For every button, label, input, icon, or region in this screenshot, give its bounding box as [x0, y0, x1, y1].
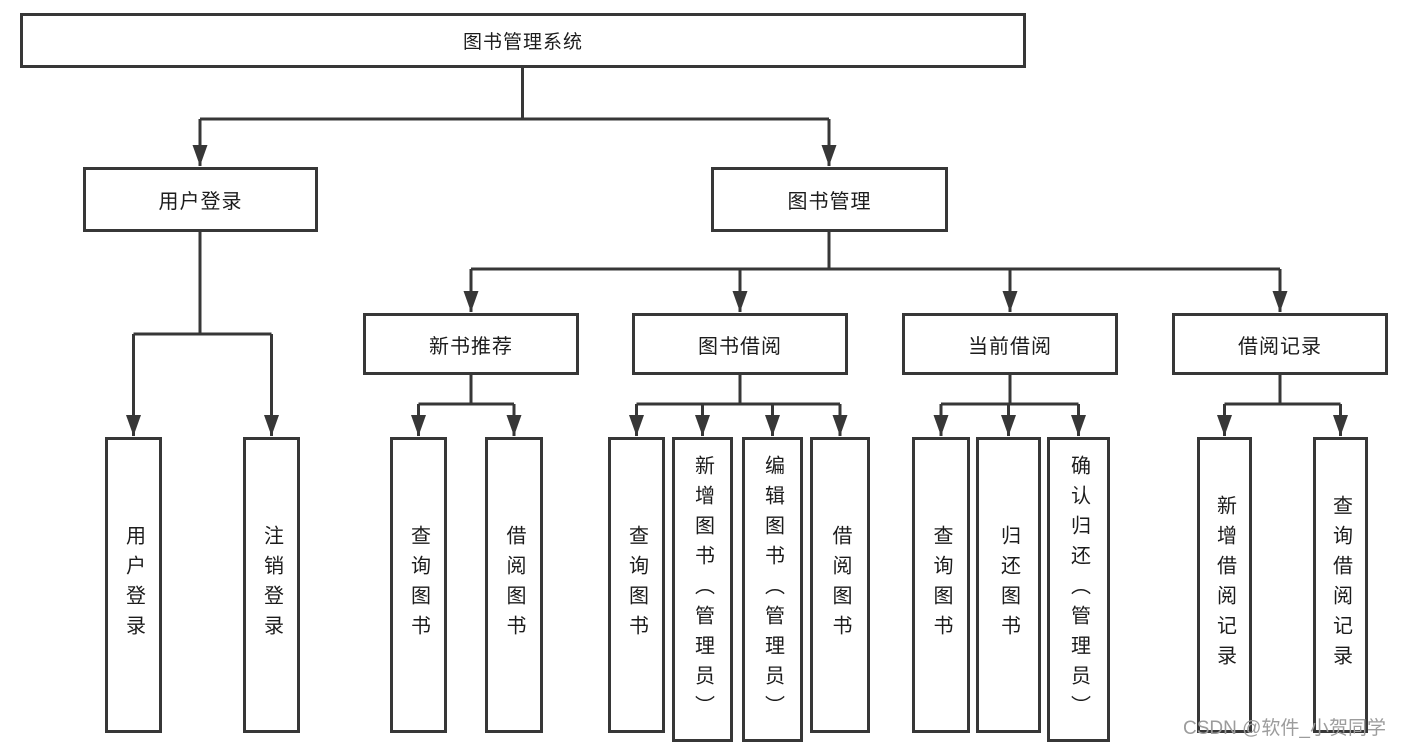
node-user-login-group-label: 用户登录 — [158, 191, 243, 213]
leaf-add-books-admin-label: 新增图书（管理员） — [691, 454, 714, 725]
leaf-query-books-recommend-label: 查询图书 — [407, 525, 430, 645]
leaf-query-books-recommend: 查询图书 — [390, 437, 447, 733]
leaf-confirm-return-admin: 确认归还（管理员） — [1047, 437, 1110, 742]
leaf-return-books: 归还图书 — [976, 437, 1041, 733]
leaf-borrow-books-borrowing: 借阅图书 — [810, 437, 870, 733]
leaf-add-books-admin: 新增图书（管理员） — [672, 437, 733, 742]
leaf-user-login: 用户登录 — [105, 437, 162, 733]
node-borrowing-records: 借阅记录 — [1172, 313, 1388, 375]
leaf-edit-books-admin-label: 编辑图书（管理员） — [761, 454, 784, 725]
leaf-query-books-current-label: 查询图书 — [930, 525, 952, 645]
leaf-edit-books-admin: 编辑图书（管理员） — [742, 437, 803, 742]
node-current-borrowing-label: 当前借阅 — [968, 335, 1052, 358]
node-user-login-group: 用户登录 — [83, 167, 318, 232]
leaf-borrow-books-borrowing-label: 借阅图书 — [829, 525, 851, 645]
leaf-borrow-books-recommend: 借阅图书 — [485, 437, 543, 733]
node-book-borrowing-label: 图书借阅 — [698, 335, 782, 358]
leaf-query-books-borrowing: 查询图书 — [608, 437, 665, 733]
leaf-query-borrow-record: 查询借阅记录 — [1313, 437, 1368, 733]
leaf-user-login-label: 用户登录 — [122, 525, 145, 645]
leaf-query-books-borrowing-label: 查询图书 — [625, 525, 648, 645]
csdn-watermark: CSDN @软件_小贺同学 — [1183, 718, 1386, 739]
leaf-return-books-label: 归还图书 — [997, 525, 1020, 645]
leaf-logout-login: 注销登录 — [243, 437, 300, 733]
leaf-add-borrow-record-label: 新增借阅记录 — [1213, 495, 1236, 675]
node-borrowing-records-label: 借阅记录 — [1238, 335, 1322, 358]
leaf-query-borrow-record-label: 查询借阅记录 — [1329, 495, 1352, 675]
node-book-management-label: 图书管理 — [787, 191, 872, 213]
node-book-borrowing: 图书借阅 — [632, 313, 848, 375]
leaf-logout-login-label: 注销登录 — [260, 525, 283, 645]
leaf-query-books-current: 查询图书 — [912, 437, 970, 733]
node-root-system-label: 图书管理系统 — [462, 32, 583, 53]
node-new-book-recommend: 新书推荐 — [363, 313, 579, 375]
leaf-borrow-books-recommend-label: 借阅图书 — [503, 525, 525, 645]
node-root-system: 图书管理系统 — [20, 13, 1026, 68]
node-current-borrowing: 当前借阅 — [902, 313, 1118, 375]
node-book-management: 图书管理 — [711, 167, 948, 232]
node-new-book-recommend-label: 新书推荐 — [429, 335, 513, 358]
leaf-confirm-return-admin-label: 确认归还（管理员） — [1067, 454, 1090, 725]
leaf-add-borrow-record: 新增借阅记录 — [1197, 437, 1252, 733]
